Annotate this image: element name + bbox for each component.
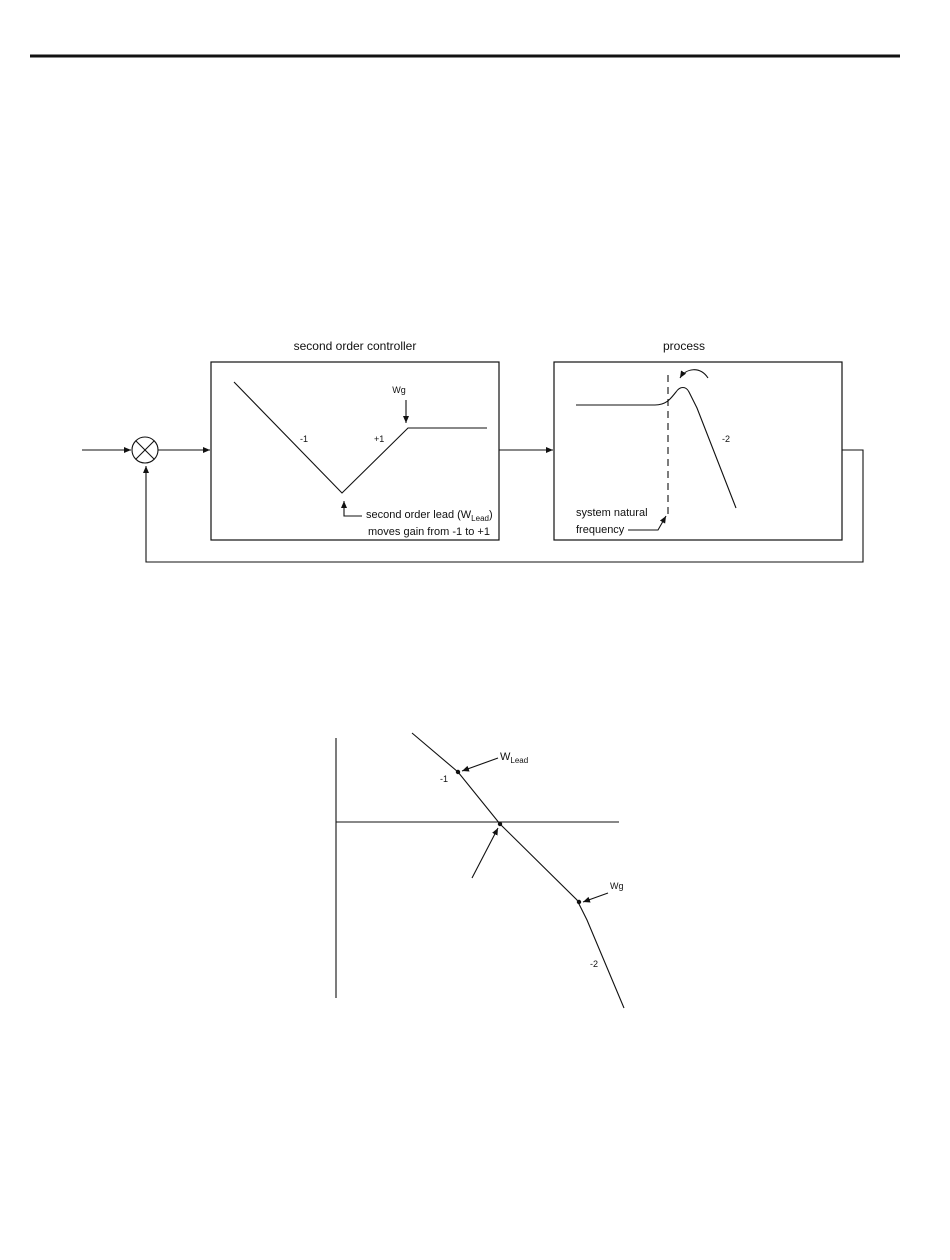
bode-wg-label: Wg	[610, 881, 624, 891]
controller-gain-curve	[234, 382, 487, 493]
process-slope-minus2: -2	[722, 434, 730, 444]
controller-slope-minus1: -1	[300, 434, 308, 444]
controller-slope-plus1: +1	[374, 434, 384, 444]
bode-wg-point	[577, 900, 581, 904]
bode-wg-arrow	[583, 893, 608, 902]
bode-wlead-label: WLead	[500, 751, 528, 765]
resonance-curved-arrow	[680, 370, 708, 378]
controller-wg-label: Wg	[392, 385, 406, 395]
bode-slope-minus2: -2	[590, 959, 598, 969]
natural-frequency-label-line2: frequency	[576, 524, 625, 536]
controller-title: second order controller	[294, 339, 417, 353]
bode-wlead-arrow	[462, 758, 498, 771]
bode-crossover-point	[498, 822, 502, 826]
summing-junction	[132, 437, 158, 463]
lead-annotation-line1: second order lead (WLead)	[366, 509, 493, 523]
process-title: process	[663, 339, 705, 353]
feedback-path	[146, 450, 863, 562]
bode-crossover-arrow	[472, 828, 498, 878]
block-diagram: second order controller -1 +1 Wg second …	[82, 339, 863, 562]
lead-pointer-arrow	[344, 501, 362, 516]
bode-plot: WLead -1 Wg -2	[336, 733, 624, 1008]
bode-wlead-point	[456, 770, 460, 774]
natural-frequency-label-line1: system natural	[576, 507, 648, 519]
process-response-curve	[576, 388, 736, 509]
bode-slope-minus1: -1	[440, 774, 448, 784]
lead-annotation-line2: moves gain from -1 to +1	[368, 526, 490, 538]
